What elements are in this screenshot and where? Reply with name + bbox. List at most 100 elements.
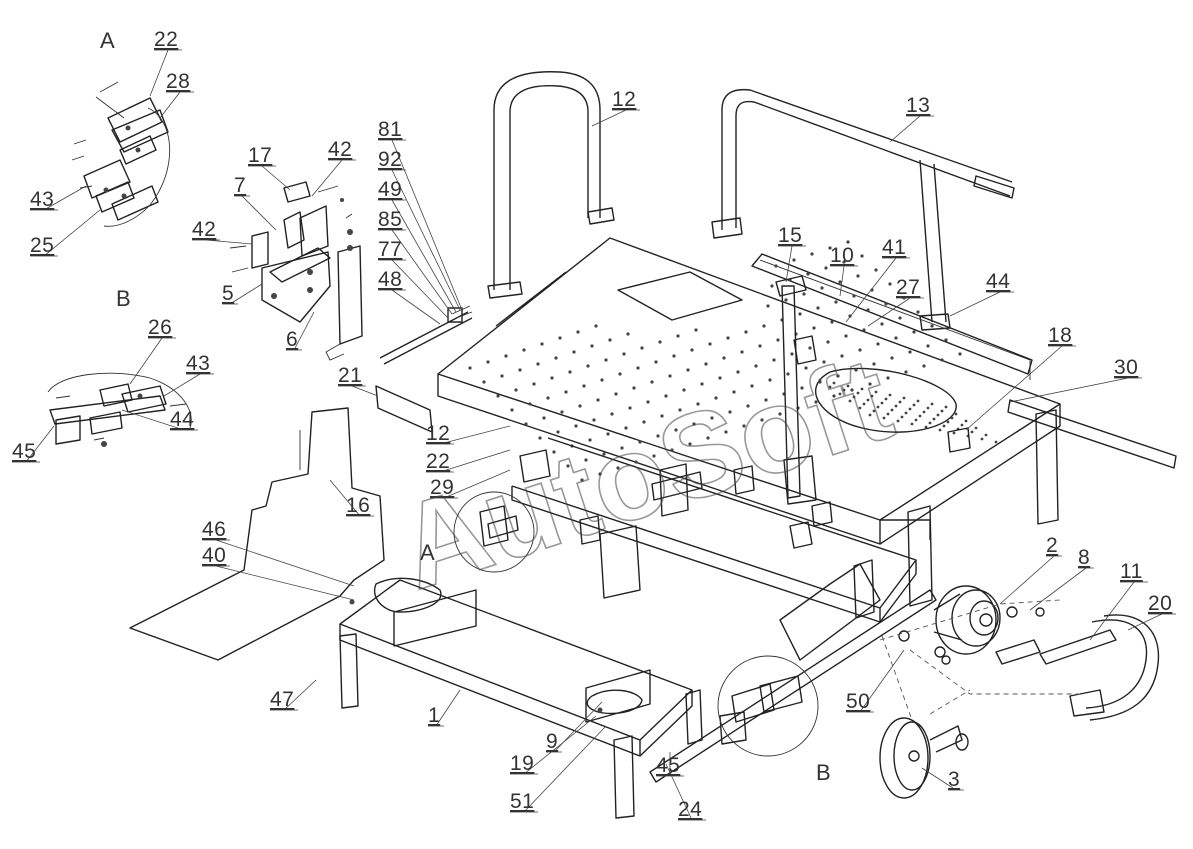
perforation-hole — [880, 322, 884, 326]
perforation-hole — [542, 416, 546, 420]
leader-line — [129, 337, 176, 385]
perforation-hole — [588, 438, 592, 442]
perforation-hole — [578, 404, 582, 408]
perforation-hole — [838, 280, 842, 284]
perforation-hole — [624, 426, 628, 430]
perforation-hole — [872, 409, 876, 413]
perforation-hole — [894, 404, 898, 408]
perforation-hole — [674, 428, 678, 432]
perforation-hole — [954, 412, 958, 416]
perforation-hole — [874, 390, 878, 394]
part-callout-10: 10 — [830, 244, 854, 267]
rops-hoop-left — [487, 71, 615, 299]
detail-b-marker: B — [816, 760, 831, 785]
perforation-hole — [504, 354, 508, 358]
part-callout-8: 8 — [1078, 546, 1090, 569]
part-callout-46: 46 — [202, 518, 226, 541]
perforation-hole — [984, 433, 988, 437]
detail-b-title: B — [116, 286, 131, 311]
perforation-hole — [566, 464, 570, 468]
perforation-hole — [546, 396, 550, 400]
perforation-hole — [660, 414, 664, 418]
perforation-hole — [708, 342, 712, 346]
deck-brackets — [375, 385, 1059, 599]
perforation-hole — [486, 360, 490, 364]
perforation-hole — [550, 376, 554, 380]
leader-line — [202, 539, 355, 587]
perforation-hole — [868, 413, 872, 417]
leader-line — [1089, 581, 1148, 641]
part-callout-50: 50 — [846, 690, 870, 713]
perforation-hole — [590, 344, 594, 348]
leader-line — [378, 289, 441, 325]
perforation-hole — [846, 384, 850, 388]
perforation-hole — [818, 378, 822, 382]
perforation-hole — [762, 324, 766, 328]
perforation-hole — [926, 406, 930, 410]
perforation-hole — [724, 430, 728, 434]
leader-line — [921, 767, 964, 791]
perforation-hole — [884, 397, 888, 401]
perforation-hole — [828, 385, 832, 389]
perforation-hole — [938, 428, 942, 432]
leader-line — [270, 679, 317, 711]
leader-line — [1127, 613, 1176, 631]
leader-line — [378, 169, 461, 311]
perforation-hole — [876, 405, 880, 409]
perforation-hole — [600, 378, 604, 382]
perforation-hole — [760, 418, 764, 422]
part-callout-22: 22 — [426, 450, 450, 473]
leader-line — [248, 165, 291, 191]
perforation-hole — [468, 366, 472, 370]
perforation-hole — [560, 410, 564, 414]
perforation-hole — [844, 334, 848, 338]
perforation-hole — [774, 264, 778, 268]
perforation-hole — [832, 394, 836, 398]
perforation-hole — [514, 388, 518, 392]
perforation-hole — [974, 426, 978, 430]
perforation-hole — [664, 394, 668, 398]
leader-line — [286, 311, 315, 351]
perforation-hole — [930, 402, 934, 406]
assembly-lines — [879, 599, 1080, 721]
part-callout-27: 27 — [896, 276, 920, 299]
leader-line — [428, 689, 461, 727]
part-callout-29: 29 — [430, 476, 454, 499]
leader-line — [234, 195, 277, 231]
leader-line — [778, 245, 806, 283]
perforation-hole — [916, 399, 920, 403]
perforation-hole — [820, 286, 824, 290]
floor-shield — [129, 407, 385, 661]
perforation-hole — [586, 364, 590, 368]
part-callout-44: 44 — [986, 270, 1010, 293]
leader-line — [378, 229, 453, 315]
perforation-hole — [682, 388, 686, 392]
leader-line — [202, 565, 355, 601]
perforation-hole — [778, 412, 782, 416]
perforation-hole — [654, 360, 658, 364]
pulley-2 — [933, 585, 1001, 655]
perforation-hole — [518, 368, 522, 372]
perforation-hole — [686, 368, 690, 372]
perforation-hole — [808, 346, 812, 350]
perforation-hole — [528, 402, 532, 406]
detail-b-inset — [47, 372, 192, 447]
perforation-hole — [860, 254, 864, 258]
perforation-hole — [806, 272, 810, 276]
perforation-hole — [552, 450, 556, 454]
part-callout-40: 40 — [202, 544, 226, 567]
washers — [898, 606, 1045, 665]
perforation-hole — [754, 364, 758, 368]
perforation-hole — [732, 390, 736, 394]
part-callout-19: 19 — [510, 752, 534, 775]
strap-link — [1039, 614, 1160, 721]
perforation-hole — [700, 382, 704, 386]
perforation-hole — [638, 440, 642, 444]
linkage-rod — [379, 305, 473, 365]
perforation-hole — [940, 358, 944, 362]
perforation-hole — [848, 314, 852, 318]
perforation-hole — [618, 372, 622, 376]
leader-line — [965, 345, 1076, 431]
part-callout-81: 81 — [378, 118, 402, 141]
perforation-hole — [594, 324, 598, 328]
